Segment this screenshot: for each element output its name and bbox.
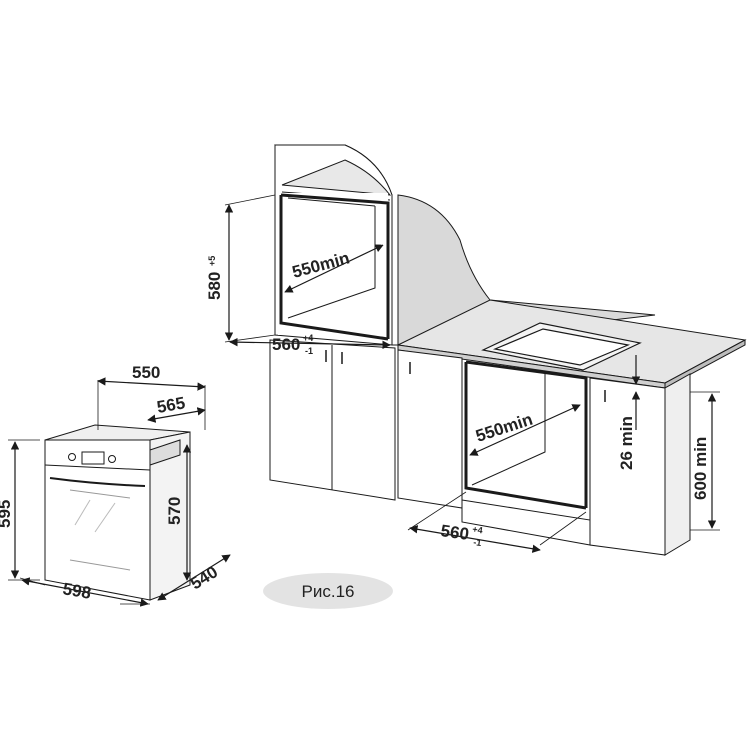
label-560-upper-plus: +4	[303, 333, 313, 343]
dimension-lines	[8, 194, 720, 607]
dim-line-560-upper	[229, 337, 391, 350]
label-600min: 600 min	[691, 437, 710, 500]
label-560-upper-minus: -1	[305, 346, 313, 356]
under-counter-cabinets	[397, 349, 691, 556]
label-560-lower-plus: +4	[472, 524, 484, 535]
oven-handle	[49, 477, 146, 487]
figure-caption: Рис.16	[263, 573, 393, 609]
oven-knob-left	[68, 453, 76, 461]
dim-line-550min-lower	[469, 404, 581, 456]
label-595: 595	[0, 500, 14, 528]
dim-line-550	[97, 377, 206, 391]
label-26min: 26 min	[617, 416, 636, 470]
label-598: 598	[61, 579, 92, 603]
label-550: 550	[132, 363, 160, 382]
lower-cabinet-left	[269, 339, 396, 501]
label-580-tol: +5	[207, 256, 217, 266]
hob-cutout	[481, 322, 642, 371]
caption-badge	[263, 573, 393, 609]
label-560-upper: 560	[272, 335, 300, 354]
label-565: 565	[155, 393, 186, 417]
oven-knob-right	[108, 455, 116, 463]
dim-line-565	[147, 407, 206, 423]
label-560-lower-minus: -1	[473, 537, 482, 548]
dim-line-550min-upper	[284, 244, 384, 293]
label-560-lower: 560	[439, 521, 470, 544]
label-570: 570	[165, 497, 184, 525]
dim-line-598	[21, 577, 149, 607]
label-580: 580	[205, 272, 224, 300]
label-540: 540	[187, 562, 221, 593]
oven-display	[81, 451, 105, 465]
label-550min-lower: 550min	[473, 410, 535, 446]
dim-line-540	[157, 554, 231, 601]
caption-text: Рис.16	[302, 582, 355, 601]
dim-line-560-lower	[409, 525, 541, 553]
